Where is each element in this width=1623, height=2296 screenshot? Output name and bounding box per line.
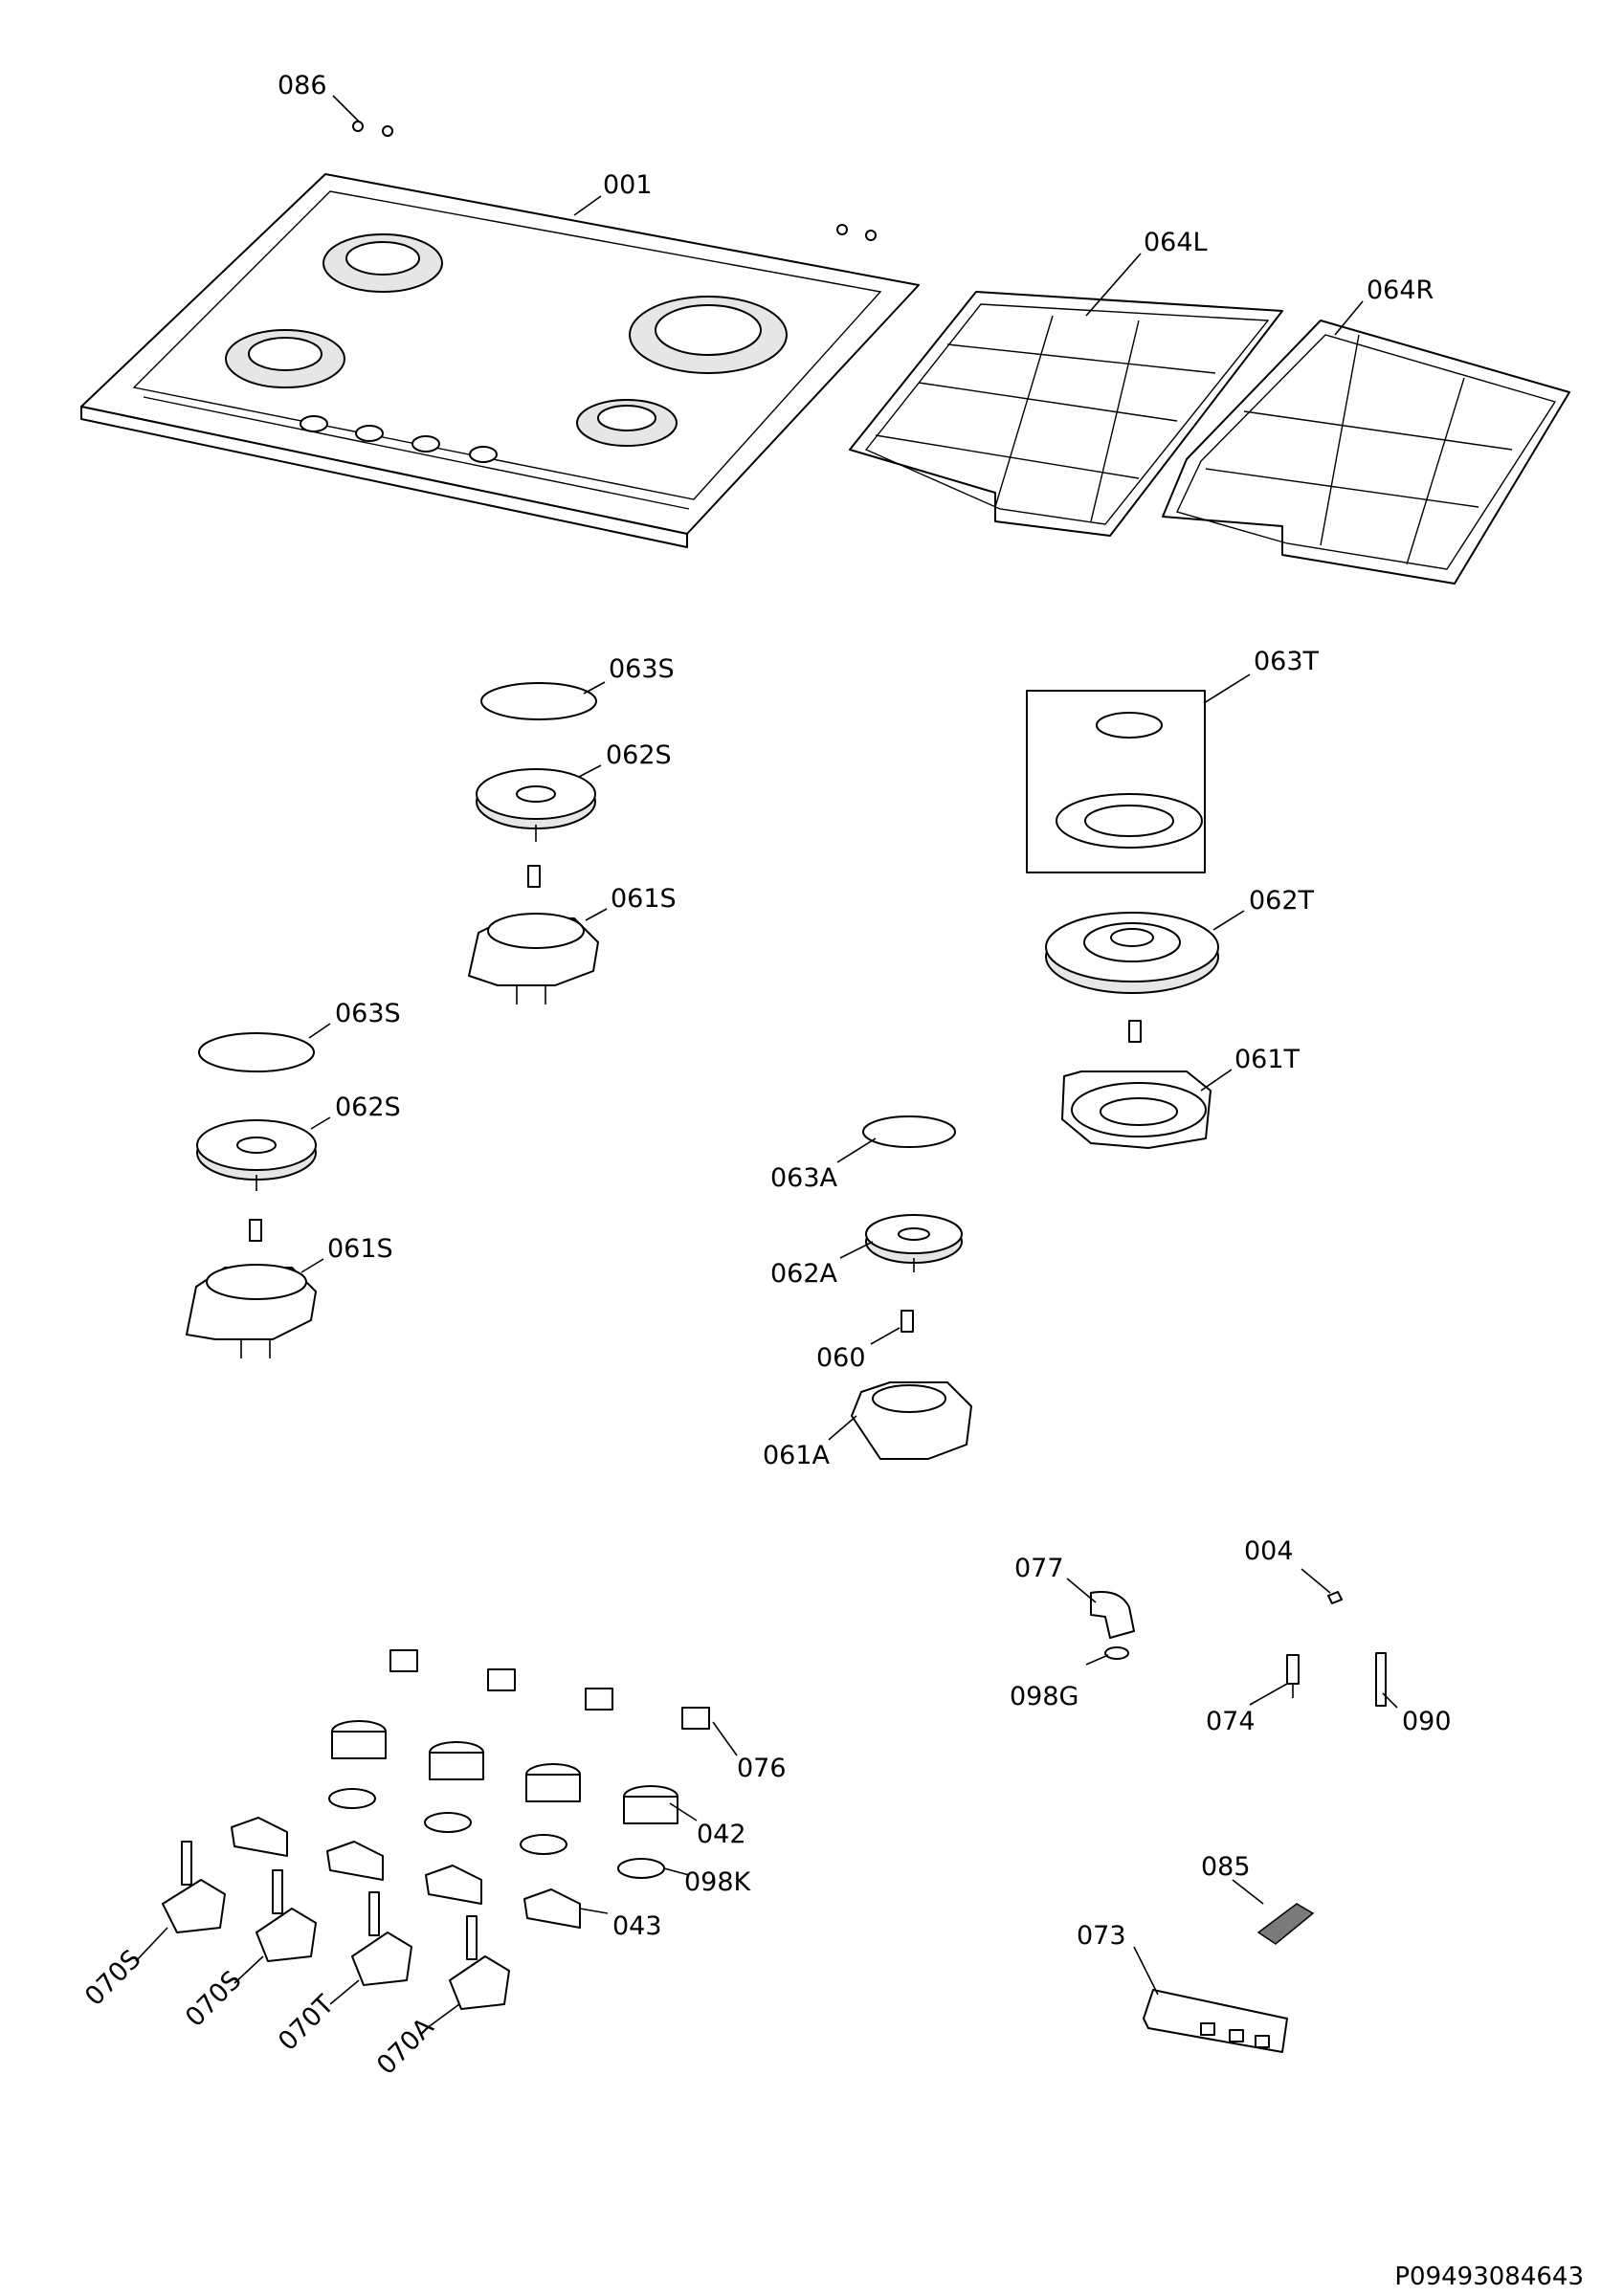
label-064L: 064L: [1144, 228, 1208, 257]
pan-support-064L: [849, 291, 1283, 537]
label-043: 043: [612, 1911, 662, 1941]
document-id: P09493084643: [1394, 2263, 1584, 2291]
burner-cap-063S-lower: [198, 1032, 315, 1072]
burner-base-061A: [851, 1381, 972, 1460]
label-070S-a: 070S: [79, 1944, 146, 2011]
pan-support-064R: [1162, 320, 1570, 585]
label-076: 076: [737, 1754, 787, 1783]
injector-T: [1128, 1020, 1142, 1043]
label-090: 090: [1402, 1707, 1452, 1736]
seal-098G: [1104, 1646, 1129, 1660]
label-062A: 062A: [770, 1259, 838, 1289]
label-070S-b: 070S: [180, 1965, 247, 2032]
clip-004: [1327, 1591, 1343, 1604]
injector-060: [900, 1310, 914, 1333]
label-077: 077: [1014, 1554, 1064, 1583]
burner-cap-063A: [862, 1115, 956, 1148]
screws-086: [352, 121, 877, 241]
label-061A: 061A: [763, 1441, 831, 1470]
label-063A: 063A: [770, 1163, 838, 1193]
label-063T: 063T: [1254, 647, 1320, 676]
burner-crown-062S-lower: [196, 1119, 317, 1191]
gas-inlet-elbow-077: [1090, 1591, 1135, 1639]
label-062T: 062T: [1249, 886, 1315, 916]
label-061T: 061T: [1234, 1045, 1301, 1074]
label-086: 086: [278, 71, 327, 100]
burner-base-061T: [1061, 1071, 1212, 1149]
label-098G: 098G: [1010, 1682, 1078, 1711]
ignition-unit-073: [1143, 1989, 1288, 2053]
cooktop-panel-001: [80, 173, 920, 548]
burner-base-061S-lower: [186, 1264, 317, 1358]
burner-crown-062S-upper: [476, 768, 596, 842]
label-098K: 098K: [684, 1867, 752, 1897]
label-070T: 070T: [273, 1990, 340, 2057]
leader-lines: [135, 95, 1398, 2029]
label-085: 085: [1201, 1852, 1251, 1882]
valve-brackets-043: [231, 1817, 581, 1929]
injector-upper: [527, 865, 541, 888]
label-004: 004: [1244, 1536, 1294, 1566]
burner-base-061S-upper: [468, 913, 599, 1004]
knobs-042: [331, 1720, 678, 1824]
knob-seals-098K: [328, 1788, 665, 1879]
label-074: 074: [1206, 1707, 1256, 1736]
callout-labels: 086 001 064L 064R 063S 062S 061S 063T 06…: [79, 71, 1452, 2081]
label-061S-lower: 061S: [327, 1234, 393, 1264]
burner-cap-063T-box: [1026, 690, 1206, 873]
label-063S-lower: 063S: [335, 999, 401, 1028]
label-062S-upper: 062S: [606, 740, 672, 770]
label-073: 073: [1077, 1921, 1126, 1951]
label-062S-lower: 062S: [335, 1093, 401, 1122]
gas-valves-070: [162, 1841, 510, 2010]
burner-cap-063S-upper: [480, 682, 597, 720]
label-064R: 064R: [1367, 276, 1434, 305]
label-042: 042: [697, 1820, 746, 1849]
label-060: 060: [816, 1343, 866, 1373]
label-063S-upper: 063S: [609, 654, 675, 684]
spark-plug-090: [1375, 1652, 1387, 1707]
label-001: 001: [603, 170, 653, 200]
burner-crown-062T: [1045, 912, 1219, 994]
injector-lower: [249, 1219, 262, 1242]
burner-crown-062A: [865, 1214, 963, 1272]
knob-bezels-076: [389, 1649, 710, 1730]
thermocouple-074: [1286, 1654, 1300, 1698]
label-061S-upper: 061S: [611, 884, 677, 914]
ignition-clip-085: [1256, 1903, 1315, 1945]
label-070A: 070A: [371, 2012, 440, 2081]
